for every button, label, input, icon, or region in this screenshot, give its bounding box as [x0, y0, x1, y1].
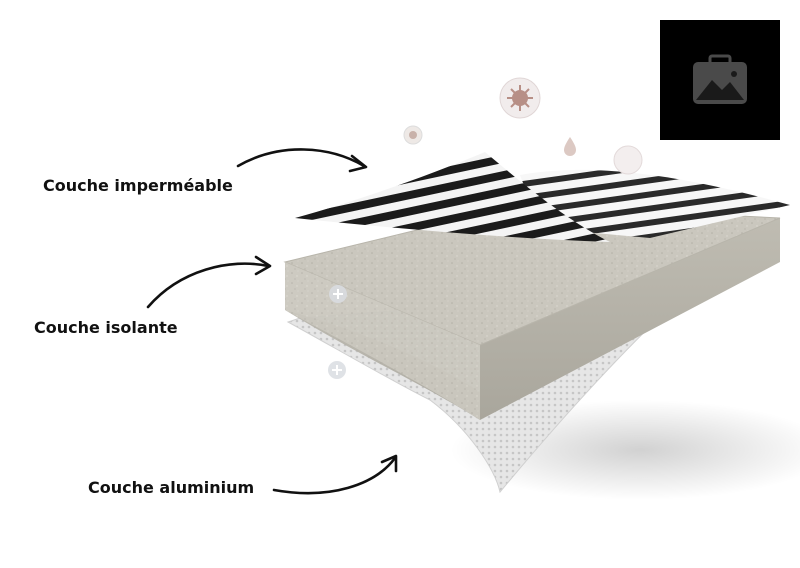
label-waterproof-layer: Couche imperméable [43, 176, 233, 195]
logo-placeholder [660, 20, 780, 140]
microbe-icon [613, 145, 643, 175]
arrow-aluminium-head [380, 454, 398, 473]
arrow-aluminium [272, 456, 397, 495]
insulation-layer-side [480, 218, 780, 420]
label-aluminium-layer: Couche aluminium [88, 478, 255, 497]
microbe-icon [499, 77, 541, 119]
label-insulation-layer: Couche isolante [34, 318, 178, 337]
microbe-icon [403, 125, 423, 145]
arrow-waterproof [236, 148, 366, 168]
plus-icon [328, 361, 346, 379]
waterproof-layer-back [520, 169, 790, 238]
photo-placeholder-icon [693, 54, 747, 104]
droplet-icon [564, 137, 576, 156]
plus-icon [329, 285, 347, 303]
arrow-waterproof-head [348, 154, 368, 173]
arrow-insulation [146, 262, 270, 309]
waterproof-layer-flap [295, 152, 610, 242]
arrow-insulation-head [254, 255, 272, 276]
